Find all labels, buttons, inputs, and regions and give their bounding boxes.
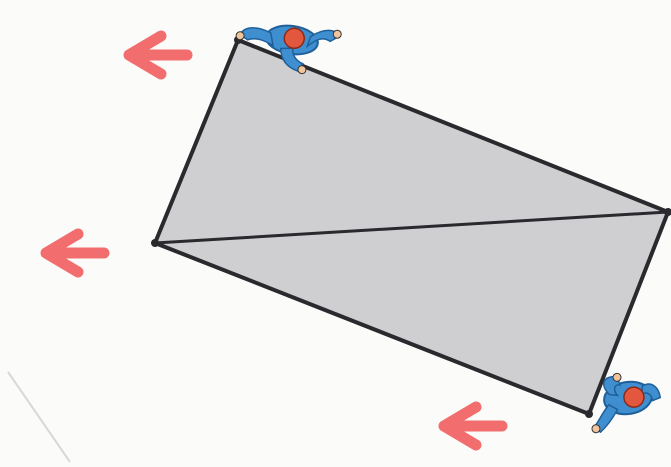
edge-shadow-line (8, 372, 70, 462)
arrow-left-icon (46, 234, 104, 272)
panel-corner (151, 239, 159, 247)
panel-corner (585, 410, 593, 418)
arrow-left-icon (129, 36, 187, 74)
arrow-left-icon (444, 407, 502, 445)
